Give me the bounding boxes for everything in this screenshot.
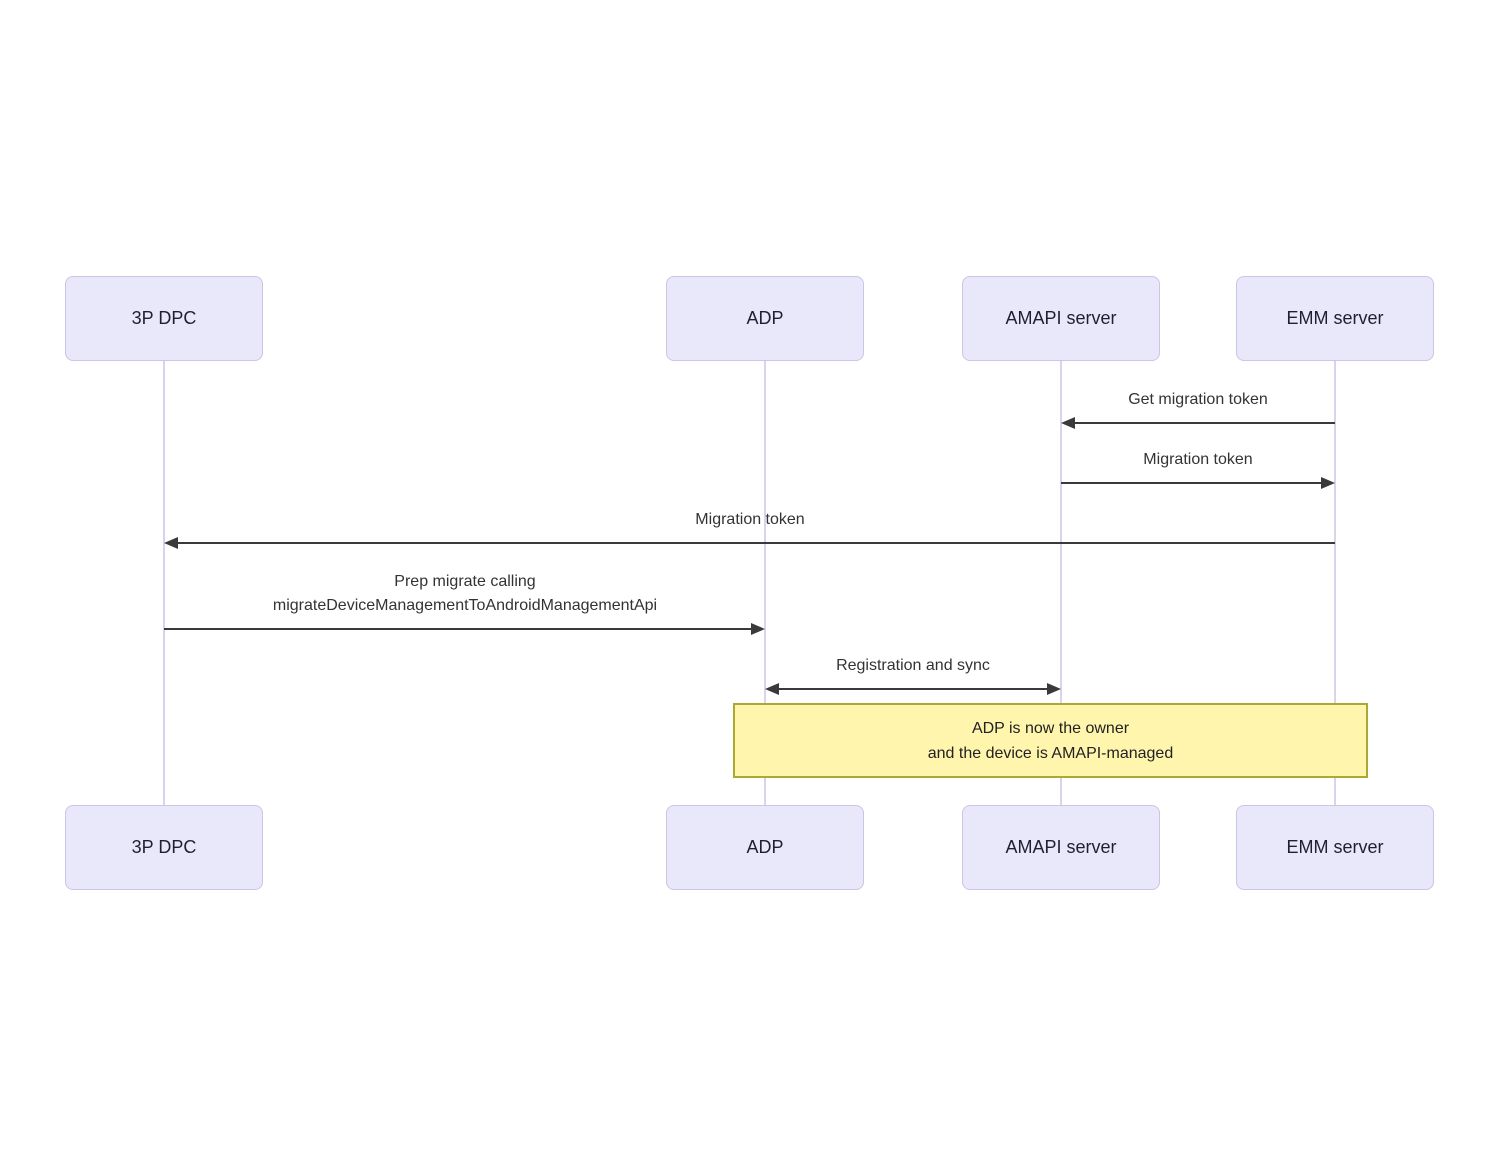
lifeline-3p-dpc (163, 361, 165, 805)
arrowhead-left-icon (164, 537, 178, 549)
arrowhead-right-icon (751, 623, 765, 635)
arrowhead-left-icon (1061, 417, 1075, 429)
actor-label: ADP (746, 308, 784, 328)
actor-label: EMM server (1286, 837, 1384, 857)
arrowhead-left-icon (765, 683, 779, 695)
message-label-migration-token: Migration token (1143, 451, 1253, 468)
actor-top-3p-dpc: 3P DPC (65, 276, 263, 361)
lifeline-amapi-server (1060, 361, 1062, 805)
actor-label: 3P DPC (131, 837, 197, 857)
actor-bottom-amapi-server: AMAPI server (962, 805, 1160, 890)
lifeline-emm-server (1334, 361, 1336, 805)
message-arrow-get-migration-token (1073, 422, 1335, 424)
message-label-registration-and-sync: Registration and sync (836, 657, 990, 674)
message-arrow-prep-migrate (164, 628, 753, 630)
actor-label: AMAPI server (1005, 837, 1117, 857)
message-arrow-migration-token (1061, 482, 1323, 484)
note-adp-owner: ADP is now the owner and the device is A… (733, 703, 1368, 778)
arrowhead-right-icon (1047, 683, 1061, 695)
message-label-get-migration-token: Get migration token (1128, 391, 1268, 408)
actor-bottom-emm-server: EMM server (1236, 805, 1434, 890)
message-label-migration-token-to-dpc: Migration token (695, 511, 805, 528)
actor-top-amapi-server: AMAPI server (962, 276, 1160, 361)
lifeline-adp (764, 361, 766, 805)
message-arrow-migration-token-to-dpc (176, 542, 1335, 544)
actor-top-adp: ADP (666, 276, 864, 361)
actor-top-emm-server: EMM server (1236, 276, 1434, 361)
note-line: and the device is AMAPI-managed (927, 744, 1174, 762)
message-arrow-registration-and-sync (777, 688, 1049, 690)
actor-label: AMAPI server (1005, 308, 1117, 328)
message-label-line: Prep migrate calling (394, 573, 536, 590)
arrowhead-right-icon (1321, 477, 1335, 489)
note-line: ADP is now the owner (971, 719, 1130, 737)
actor-bottom-adp: ADP (666, 805, 864, 890)
actor-bottom-3p-dpc: 3P DPC (65, 805, 263, 890)
message-label-prep-migrate: Prep migrate calling migrateDeviceManage… (273, 570, 657, 618)
message-label-line: migrateDeviceManagementToAndroidManageme… (272, 597, 658, 614)
actor-label: 3P DPC (131, 308, 197, 328)
actor-label: ADP (746, 837, 784, 857)
actor-label: EMM server (1286, 308, 1384, 328)
